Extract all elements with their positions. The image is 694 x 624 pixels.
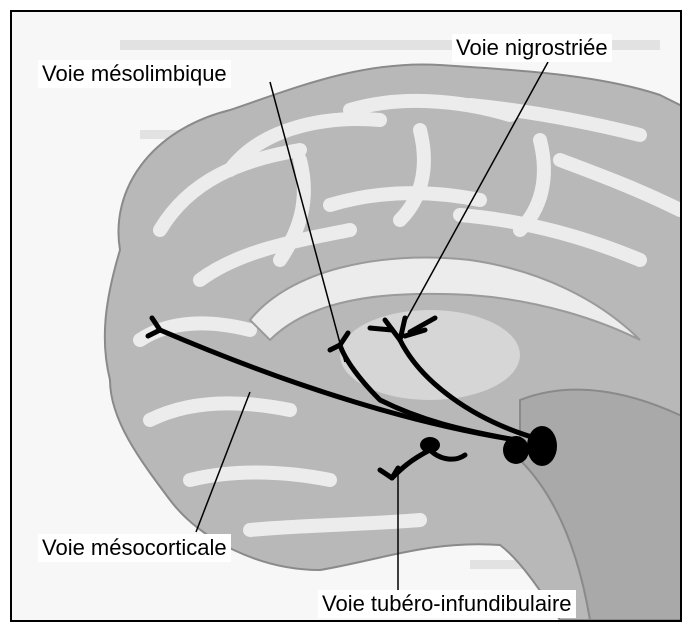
label-mesolimbic: Voie mésolimbique xyxy=(38,60,231,88)
substantia-nigra xyxy=(527,426,557,466)
label-mesocortical: Voie mésocorticale xyxy=(38,534,231,562)
label-nigrostriatal: Voie nigrostriée xyxy=(452,34,612,62)
label-tuberoinfundibular: Voie tubéro-infundibulaire xyxy=(318,590,576,618)
